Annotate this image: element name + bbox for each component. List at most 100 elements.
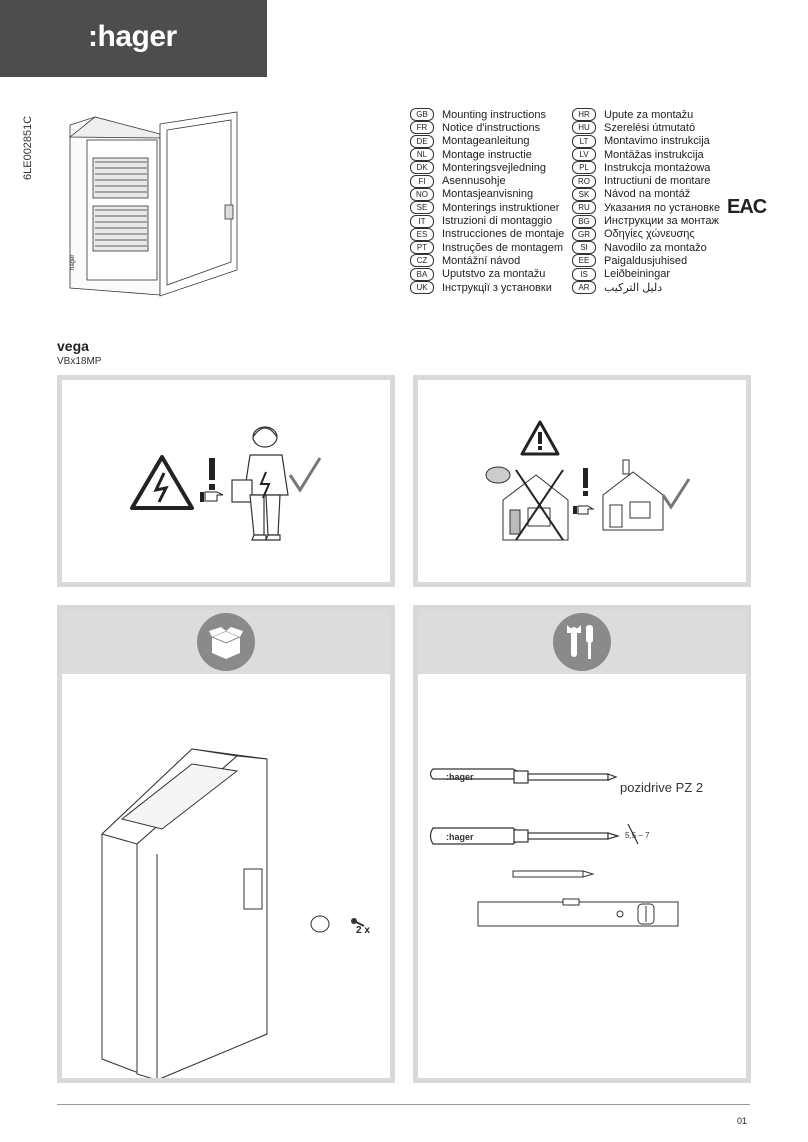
checkmark-icon [288, 457, 322, 493]
language-code: BG [572, 214, 596, 228]
language-code: RO [572, 174, 596, 188]
language-label: دليل التركيب [604, 282, 663, 294]
language-label: Οδηγίες χώνευσης [604, 228, 695, 241]
language-label: Szerelési útmutató [604, 121, 696, 134]
outdoor-house-crossed-icon [485, 466, 569, 541]
brand-header-bar: :hager [0, 0, 267, 77]
language-item: HU Szerelési útmutató [572, 121, 720, 135]
language-code: CZ [410, 254, 434, 268]
language-item: PL Instrukcja montażowa [572, 161, 720, 175]
language-item: ES Instrucciones de montaje [410, 227, 565, 241]
language-item: GB Mounting instructions [410, 108, 564, 122]
language-code: HU [572, 121, 596, 135]
language-label: Notice d'instructions [442, 121, 541, 134]
language-code: SK [572, 187, 596, 201]
language-code: EE [572, 254, 596, 268]
indoor-house-icon [602, 459, 664, 531]
tools-icon [553, 613, 611, 671]
language-code: DK [410, 161, 434, 175]
language-item: AR دليل التركيب [572, 281, 720, 294]
language-item: SE Monterings instruktioner [410, 201, 564, 215]
panel-header [62, 610, 390, 674]
warning-triangle-icon [520, 420, 560, 456]
pozidrive-screwdriver-image: :hager [429, 768, 618, 784]
language-label: Инструкции за монтаж [604, 215, 719, 228]
document-code: 6LE002851C [22, 115, 34, 180]
svg-text:hager: hager [70, 255, 76, 270]
language-code: PL [572, 161, 596, 175]
language-item: HR Upute za montažu [572, 108, 720, 122]
language-label: Instrucciones de montaje [442, 228, 565, 241]
language-item: IS Leiðbeiningar [572, 267, 720, 281]
language-code: FI [410, 174, 434, 188]
svg-text::hager: :hager [446, 832, 474, 842]
pointing-hand-icon [573, 505, 595, 515]
indoor-installation-illustration [485, 420, 691, 541]
language-label: Intructiuni de montare [604, 175, 711, 188]
language-code: GB [410, 108, 434, 122]
language-item: CZ Montážní návod [410, 254, 564, 268]
language-code: IT [410, 214, 434, 228]
pencil-image [512, 870, 595, 878]
language-label: Montāžas instrukcija [604, 148, 704, 161]
language-code: HR [572, 108, 596, 122]
language-label: Leiðbeiningar [604, 268, 671, 281]
language-code: SI [572, 241, 596, 255]
package-icon [197, 613, 255, 671]
language-label: Monteringsvejledning [442, 161, 546, 174]
language-label: Mounting instructions [442, 108, 546, 121]
language-code: FR [410, 121, 434, 135]
language-label: Montážní návod [442, 254, 521, 267]
panel-required-tools: :hager :hager pozidrive PZ 2 5,5 – 7 [413, 605, 751, 1083]
language-label: Instruções de montagem [442, 241, 564, 254]
quantity-label: 2 x [356, 925, 370, 936]
electrician-warning-illustration [130, 426, 322, 541]
language-code: AR [572, 281, 596, 294]
language-code: GR [572, 227, 596, 241]
language-label: Monterings instruktioner [442, 201, 560, 214]
pozidrive-label: pozidrive PZ 2 [620, 780, 704, 795]
language-label: Návod na montáž [604, 188, 691, 201]
language-code: RU [572, 201, 596, 215]
language-label: Указания по установке [604, 201, 721, 214]
language-code: BA [410, 267, 434, 281]
language-code: SE [410, 201, 434, 215]
language-item: SK Návod na montáž [572, 187, 720, 201]
language-label: Інструкції з установки [442, 281, 552, 294]
language-label: Montage instructie [442, 148, 532, 161]
svg-text::hager: :hager [446, 772, 474, 782]
electric-hazard-icon [130, 455, 194, 510]
footer-divider [57, 1104, 750, 1105]
language-code: NO [410, 187, 434, 201]
language-code: LV [572, 148, 596, 162]
warning-exclamation-icon [583, 468, 588, 496]
language-item: DK Monteringsvejledning [410, 161, 564, 175]
pointing-hand-icon [200, 491, 224, 502]
language-code: IS [572, 267, 596, 281]
language-label: Uputstvo za montažu [442, 268, 546, 281]
language-label: Upute za montažu [604, 108, 694, 121]
panel-qualified-electrician [57, 375, 395, 587]
language-code: PT [410, 241, 434, 255]
panel-box-contents: 2 x [57, 605, 395, 1083]
flat-screwdriver-image: :hager [429, 823, 639, 845]
language-item: PT Instruções de montagem [410, 241, 564, 255]
language-label: Montageanleitung [442, 135, 530, 148]
spirit-level-image [477, 898, 679, 927]
language-code: ES [410, 227, 434, 241]
hager-logo: :hager [88, 20, 177, 53]
qualified-electrician-icon [231, 426, 289, 541]
language-item: FR Notice d'instructions [410, 121, 564, 135]
screw-image [351, 918, 365, 927]
enclosure-closed-illustration [101, 748, 365, 1078]
language-label: Instrukcja montażowa [604, 161, 711, 174]
